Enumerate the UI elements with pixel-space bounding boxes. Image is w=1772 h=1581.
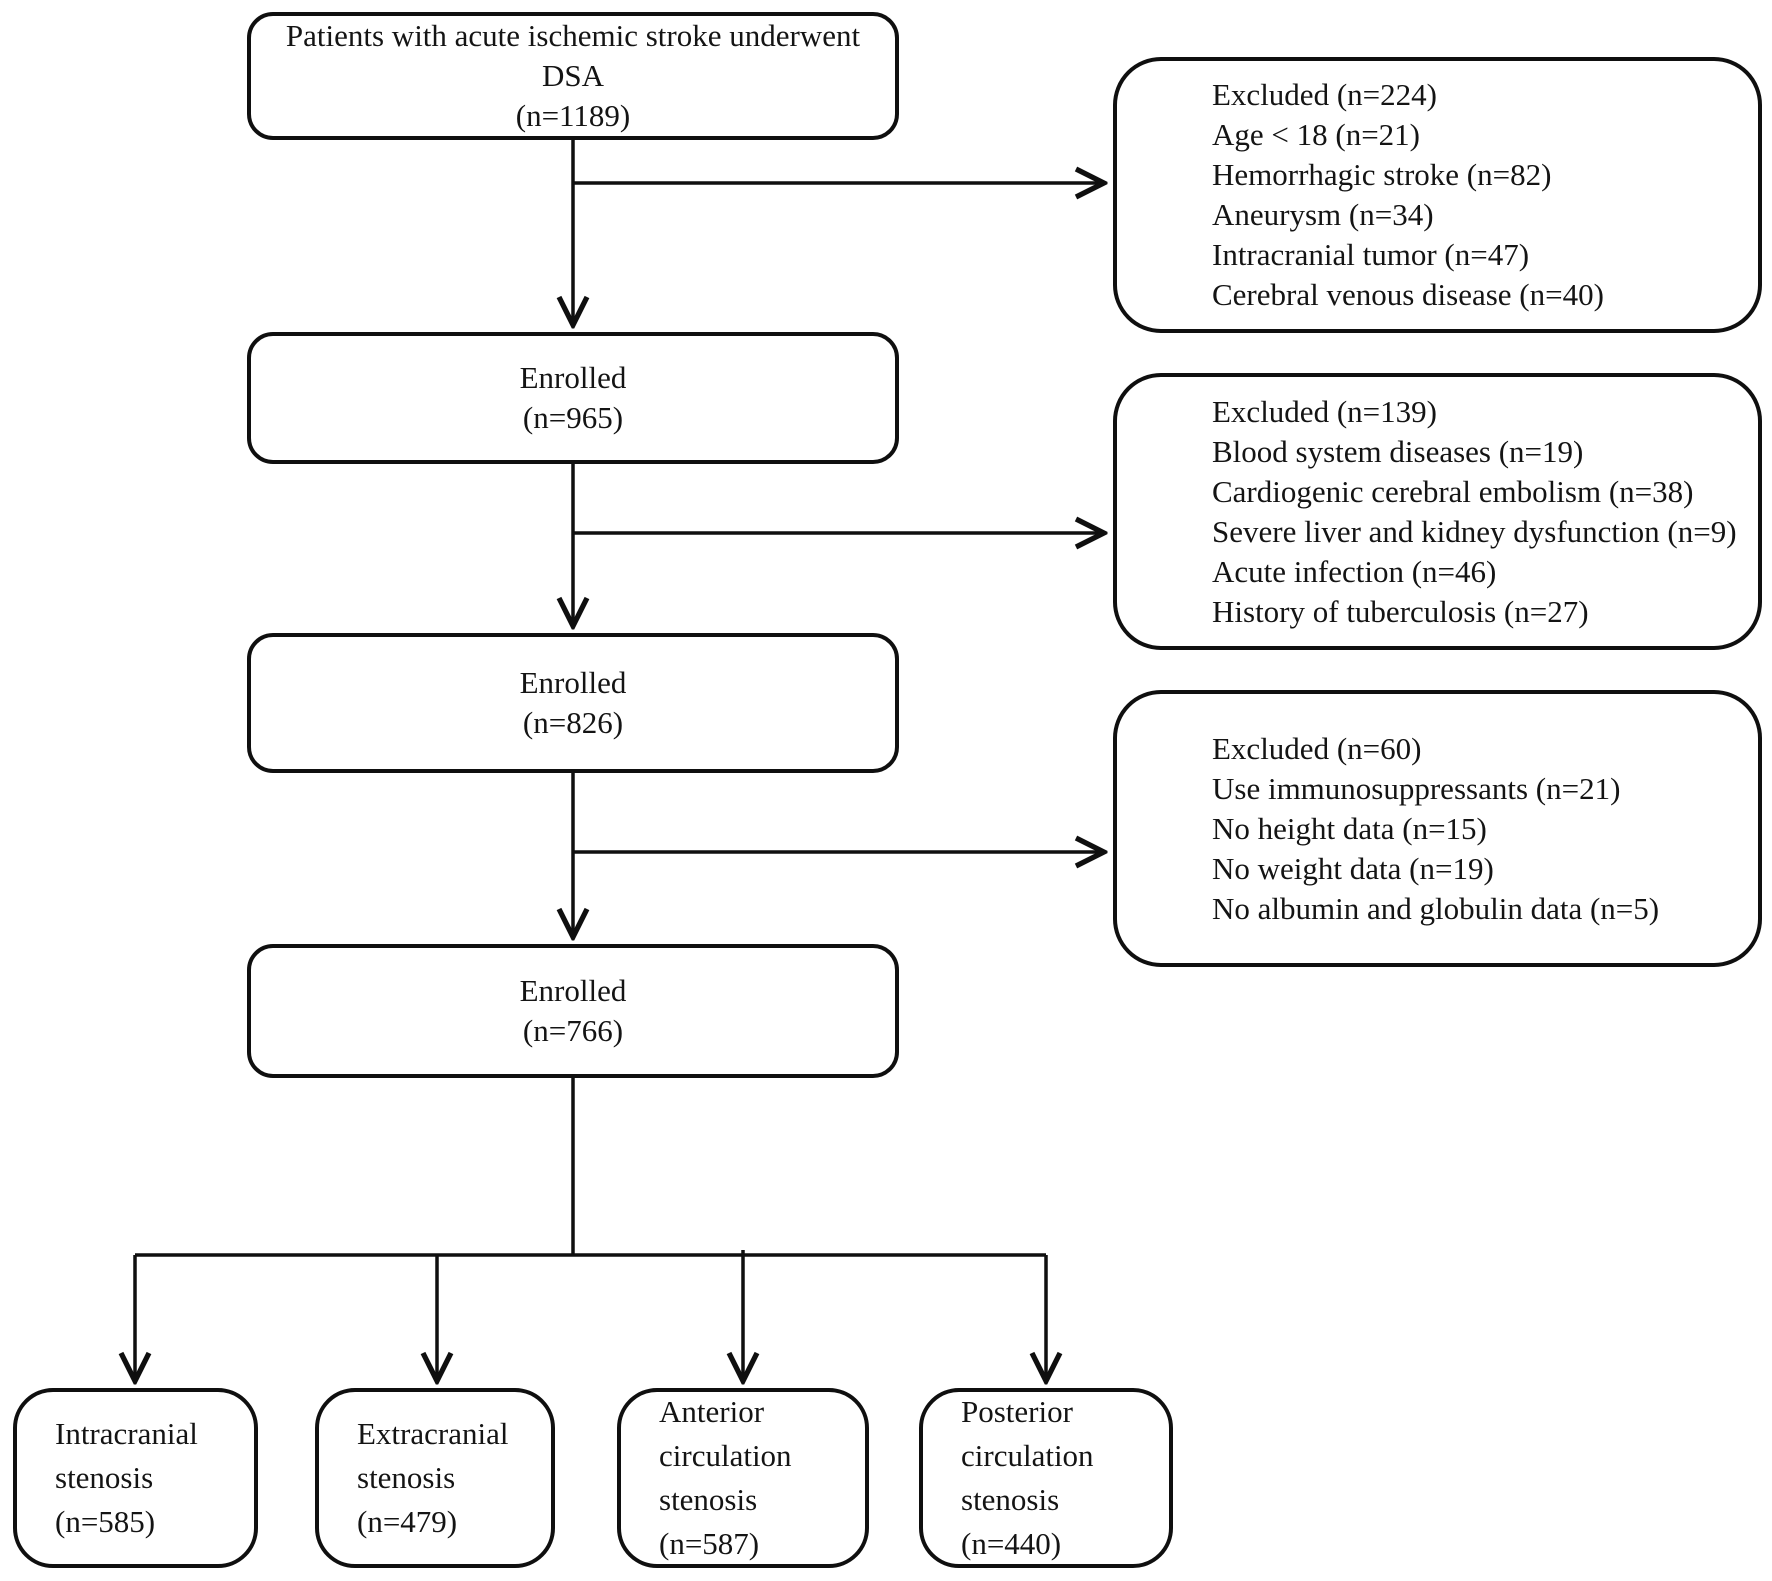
box-text-line: stenosis — [357, 1460, 456, 1495]
box-text-line: Blood system diseases (n=19) — [1212, 433, 1584, 469]
box-excluded-139: Excluded (n=139) Blood system diseases (… — [1113, 373, 1762, 650]
box-text-line: Severe liver and kidney dysfunction (n=9… — [1212, 513, 1737, 549]
box-text-line: circulation — [659, 1438, 792, 1473]
box-text-line: stenosis — [659, 1482, 758, 1517]
box-enrolled-766: Enrolled (n=766) — [247, 944, 899, 1078]
box-text-line: No weight data (n=19) — [1212, 850, 1494, 886]
box-enrolled-826: Enrolled (n=826) — [247, 633, 899, 773]
box-text-line: (n=965) — [522, 400, 624, 435]
box-text-line: Cerebral venous disease (n=40) — [1212, 277, 1604, 312]
box-text-line: Posterior — [961, 1394, 1073, 1429]
box-anterior-circulation-stenosis: Anterior circulation stenosis (n=587) — [617, 1388, 869, 1568]
box-text-line: (n=585) — [55, 1504, 156, 1539]
box-text-line: History of tuberculosis (n=27) — [1212, 593, 1589, 629]
box-text-line: stenosis — [961, 1482, 1060, 1517]
box-text-line: stenosis — [55, 1460, 154, 1495]
box-posterior-circulation-stenosis: Posterior circulation stenosis (n=440) — [919, 1388, 1173, 1568]
box-text-line: Intracranial — [55, 1416, 198, 1451]
box-text-line: Aneurysm (n=34) — [1212, 197, 1434, 232]
box-text-line: No albumin and globulin data (n=5) — [1212, 890, 1660, 926]
box-text-line: (n=826) — [522, 705, 624, 740]
box-text-line: Excluded (n=224) — [1212, 77, 1437, 112]
box-patients-dsa: Patients with acute ischemic stroke unde… — [247, 12, 899, 140]
box-text-line: (n=440) — [961, 1526, 1062, 1561]
box-enrolled-965: Enrolled (n=965) — [247, 332, 899, 464]
box-text-line: Enrolled — [519, 360, 627, 395]
box-text-line: (n=479) — [357, 1504, 458, 1539]
box-text-line: Patients with acute ischemic stroke unde… — [285, 18, 861, 53]
box-text-line: (n=587) — [659, 1526, 760, 1561]
box-intracranial-stenosis: Intracranial stenosis (n=585) — [13, 1388, 258, 1568]
box-text-line: (n=1189) — [515, 98, 631, 133]
box-text-line: Cardiogenic cerebral embolism (n=38) — [1212, 473, 1694, 509]
box-excluded-60: Excluded (n=60) Use immunosuppressants (… — [1113, 690, 1762, 967]
box-text-line: Anterior — [659, 1394, 765, 1429]
box-extracranial-stenosis: Extracranial stenosis (n=479) — [315, 1388, 555, 1568]
box-text-line: DSA — [541, 58, 604, 93]
box-text-line: Enrolled — [519, 973, 627, 1008]
box-text-line: No height data (n=15) — [1212, 810, 1487, 846]
box-text-line: (n=766) — [522, 1013, 624, 1048]
box-text-line: Extracranial — [357, 1416, 509, 1451]
box-text-line: Intracranial tumor (n=47) — [1212, 237, 1530, 272]
box-text-line: Acute infection (n=46) — [1212, 553, 1497, 589]
box-excluded-224: Excluded (n=224) Age < 18 (n=21) Hemorrh… — [1113, 57, 1762, 333]
box-text-line: Use immunosuppressants (n=21) — [1212, 770, 1621, 806]
box-text-line: Excluded (n=139) — [1212, 393, 1437, 429]
box-text-line: Hemorrhagic stroke (n=82) — [1212, 157, 1552, 192]
box-text-line: Excluded (n=60) — [1212, 730, 1422, 766]
box-text-line: Enrolled — [519, 665, 627, 700]
box-text-line: circulation — [961, 1438, 1094, 1473]
box-text-line: Age < 18 (n=21) — [1212, 117, 1421, 152]
